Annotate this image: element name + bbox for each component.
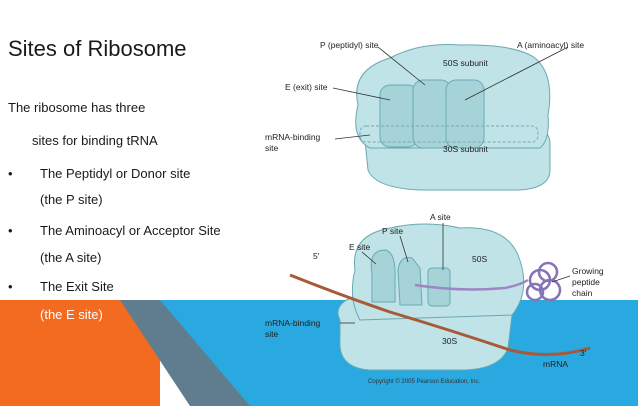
bottom-ribosome: A site P site E site 5′ 50S Growing pept… — [265, 212, 604, 385]
top-e-site — [379, 84, 419, 148]
label-mrna-binding-bottom: mRNA-binding — [265, 318, 321, 328]
ribosome-diagram: P (peptidyl) site A (aminoacyl) site 50S… — [265, 40, 604, 385]
label-50s-subunit: 50S subunit — [443, 58, 489, 68]
label-mrna: mRNA — [543, 359, 568, 369]
peptide-coil — [525, 261, 562, 302]
label-50s: 50S — [472, 254, 487, 264]
label-a-aminoacyl-site: A (aminoacyl) site — [517, 40, 584, 50]
top-p-site — [412, 79, 452, 149]
slate-band — [120, 300, 250, 406]
label-three-prime: 3′ — [580, 348, 587, 358]
bottom-e-trna — [370, 249, 396, 303]
label-e-site: E site — [349, 242, 371, 252]
bullet-marker: • — [8, 223, 13, 238]
bullet-aminoacyl-site: The Aminoacyl or Acceptor Site — [40, 223, 221, 238]
label-30s-subunit: 30S subunit — [443, 144, 489, 154]
bullet-peptidyl-note: (the P site) — [40, 192, 103, 207]
orange-band — [0, 300, 160, 406]
slide-title: Sites of Ribosome — [8, 36, 187, 61]
copyright-notice: Copyright © 2005 Pearson Education, Inc. — [368, 378, 480, 385]
label-mrna-binding: mRNA-binding — [265, 132, 321, 142]
label-chain: chain — [572, 288, 593, 298]
label-five-prime: 5′ — [313, 251, 320, 261]
label-a-site: A site — [430, 212, 451, 222]
label-p-site: P site — [382, 226, 403, 236]
top-a-site — [445, 79, 485, 149]
bullet-exit-site: The Exit Site — [40, 279, 114, 294]
bullet-marker: • — [8, 279, 13, 294]
label-peptide: peptide — [572, 277, 600, 287]
mrna-strand — [289, 273, 591, 356]
peptide-chain — [414, 278, 529, 291]
intro-line-1: The ribosome has three — [8, 100, 146, 115]
label-p-peptidyl-site: P (peptidyl) site — [320, 40, 379, 50]
label-growing: Growing — [572, 266, 604, 276]
bullet-peptidyl-site: The Peptidyl or Donor site — [40, 166, 191, 181]
intro-line-2: sites for binding tRNA — [32, 133, 158, 148]
top-ribosome: P (peptidyl) site A (aminoacyl) site 50S… — [265, 40, 584, 191]
label-30s: 30S — [442, 336, 457, 346]
bullet-exit-note: (the E site) — [40, 307, 103, 322]
label-mrna-binding-site: site — [265, 143, 279, 153]
label-site-bottom: site — [265, 329, 279, 339]
bullet-aminoacyl-note: (the A site) — [40, 250, 102, 265]
top-mrna-groove — [359, 125, 539, 143]
bullet-marker: • — [8, 166, 13, 181]
label-e-exit-site: E (exit) site — [285, 82, 328, 92]
